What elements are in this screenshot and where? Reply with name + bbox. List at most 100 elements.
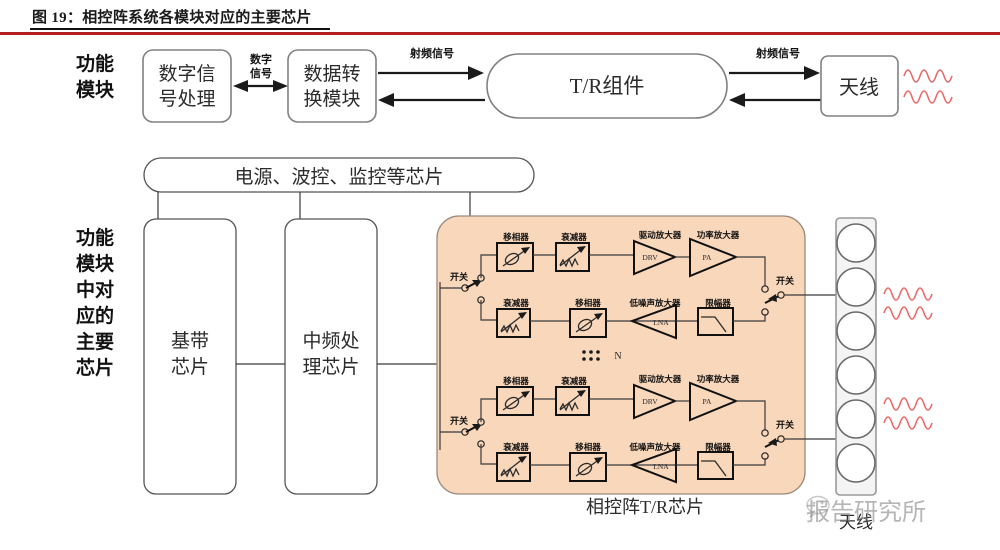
tr-channel-upper: 开关 移相器 衰减器	[440, 230, 838, 340]
label-limiter-lower: 限幅器	[705, 442, 731, 452]
switch-pole-out-lower	[777, 435, 785, 443]
arrow-digital-signal: 数字 信号	[233, 52, 288, 92]
arrow-head-to-tr	[468, 66, 484, 80]
label-drv-upper: 驱动放大器	[639, 230, 682, 240]
power-control-bar-shape	[143, 157, 535, 193]
switch-label-out-upper: 开关	[776, 275, 794, 286]
tx-wire-pa-switch-upper	[736, 256, 766, 286]
antenna-element[interactable]	[836, 443, 876, 483]
radiation-waves-top	[903, 69, 953, 104]
tx-wire-pa-switch-lower	[736, 400, 766, 430]
component-attenuator-tx-lower[interactable]: 衰减器	[555, 376, 590, 416]
block-dsp-line0: 数字信	[158, 63, 215, 85]
antenna-array-caption: 天线	[839, 513, 873, 532]
drv-symbol-upper: DRV	[642, 253, 658, 262]
block-antenna[interactable]: 天线	[820, 55, 899, 117]
switch-arrow-lower	[472, 424, 482, 431]
label-phase-shifter-rx-lower: 移相器	[575, 442, 601, 452]
block-data-conversion[interactable]: 数据转 换模块	[287, 49, 377, 123]
phase-shifter-icon-lower	[496, 386, 534, 416]
label-phase-shifter-tx-lower: 移相器	[503, 376, 529, 386]
block-dsp[interactable]: 数字信 号处理	[142, 49, 232, 123]
arrow-rf-signal-left: 射频信号	[378, 46, 485, 107]
switch-throw-tx-out-upper	[761, 285, 769, 293]
pa-symbol-lower: PA	[703, 397, 712, 406]
component-attenuator-rx-lower[interactable]: 衰减器	[496, 442, 531, 482]
switch-label-in-upper: 开关	[450, 271, 468, 282]
rx-wire-in-upper	[480, 300, 497, 321]
power-control-bar-label: 电源、波控、监控等芯片	[234, 166, 443, 188]
switch-pole-out-upper	[777, 291, 785, 299]
component-phase-shifter-rx-upper[interactable]: 移相器	[569, 298, 607, 338]
tr-chip-region[interactable]	[436, 215, 806, 495]
antenna-element[interactable]	[836, 311, 876, 351]
row2-label-line3: 应的	[76, 304, 114, 327]
attenuator-icon	[555, 242, 590, 272]
row2-label-line4: 主要	[76, 331, 114, 353]
component-driver-amplifier-lower[interactable]: 驱动放大器 DRV	[633, 374, 682, 420]
row2-label-line0: 功能	[76, 226, 114, 249]
antenna-element[interactable]	[836, 223, 876, 263]
component-phase-shifter-tx-upper[interactable]: 移相器	[496, 232, 534, 272]
switch-throw-tx-out-lower	[761, 429, 769, 437]
rx-wire-lim-switch-lower	[733, 458, 766, 466]
arrow-rf-signal-right: 射频信号	[729, 46, 821, 107]
arrow-head-to-trmod	[729, 93, 745, 107]
power-amp-icon	[689, 237, 739, 278]
block-dsp-line1: 号处理	[158, 88, 215, 110]
chip-baseband-shape	[143, 218, 237, 495]
arrow-head-right	[273, 80, 288, 92]
tx-wire-in-upper	[480, 254, 497, 278]
label-drv-lower: 驱动放大器	[639, 374, 682, 384]
lna-symbol-lower: LNA	[653, 462, 669, 471]
row2-group: 功能 模块 中对 应的 主要 芯片 电源、波控、监控等芯片 基带 芯片 中频处 …	[76, 157, 933, 532]
block-antenna-shape	[820, 55, 899, 117]
component-attenuator-rx-upper[interactable]: 衰减器	[496, 298, 531, 338]
switch-input-lower[interactable]: 开关	[440, 415, 485, 448]
tx-wire-in-lower	[480, 398, 497, 422]
arrow-label-rf-right: 射频信号	[755, 46, 800, 60]
component-phase-shifter-tx-lower[interactable]: 移相器	[496, 376, 534, 416]
component-attenuator-tx-upper[interactable]: 衰减器	[555, 232, 590, 272]
component-power-amplifier-lower[interactable]: 功率放大器 PA	[689, 374, 740, 422]
label-pa-upper: 功率放大器	[697, 230, 740, 240]
arrow-label-digital-line0: 数字	[250, 52, 272, 66]
array-count-label: N	[614, 351, 621, 362]
antenna-element[interactable]	[836, 355, 876, 395]
title-underline	[30, 28, 330, 30]
driver-amp-icon-lower	[633, 383, 678, 420]
power-control-bar[interactable]: 电源、波控、监控等芯片	[143, 157, 535, 193]
antenna-element[interactable]	[836, 399, 876, 439]
array-repeat-indicator: N	[582, 350, 622, 362]
phase-shifter-icon	[496, 242, 534, 272]
component-driver-amplifier-upper[interactable]: 驱动放大器 DRV	[633, 230, 682, 276]
antenna-array[interactable]: 天线	[835, 217, 877, 532]
block-dsp-shape	[142, 49, 232, 123]
chip-baseband[interactable]: 基带 芯片	[143, 218, 237, 495]
chip-baseband-line1: 芯片	[171, 356, 209, 378]
block-tr-label: T/R组件	[570, 74, 645, 98]
switch-output-upper[interactable]: 开关	[761, 275, 838, 316]
block-tr-module[interactable]: T/R组件	[486, 53, 728, 119]
chip-if-shape	[284, 218, 378, 495]
pa-symbol-upper: PA	[703, 253, 712, 262]
row1-group: 功能 模块 数字信 号处理 数字 信号 数据转 换模块 射频信号	[76, 46, 953, 123]
component-phase-shifter-rx-lower[interactable]: 移相器	[569, 442, 607, 482]
block-tr-shape	[486, 53, 728, 119]
attenuator-icon-rx	[496, 308, 531, 338]
component-power-amplifier-upper[interactable]: 功率放大器 PA	[689, 230, 740, 278]
chip-if-line0: 中频处	[302, 330, 359, 352]
tr-chip-caption: 相控阵T/R芯片	[586, 497, 704, 517]
attenuator-icon-rx-lower	[496, 452, 531, 482]
switch-pole-upper	[461, 284, 469, 292]
switch-output-lower[interactable]: 开关	[761, 419, 838, 460]
antenna-element[interactable]	[836, 267, 876, 307]
page-title: 图 19：相控阵系统各模块对应的主要芯片	[32, 10, 312, 26]
chip-if-processing[interactable]: 中频处 理芯片	[284, 218, 378, 495]
phase-shifter-icon-rx-lower	[569, 452, 607, 482]
arrow-head-to-dac	[378, 93, 394, 107]
label-attenuator-rx-lower: 衰减器	[502, 442, 529, 452]
arrow-head-left	[233, 80, 248, 92]
accent-rule	[0, 32, 1000, 35]
